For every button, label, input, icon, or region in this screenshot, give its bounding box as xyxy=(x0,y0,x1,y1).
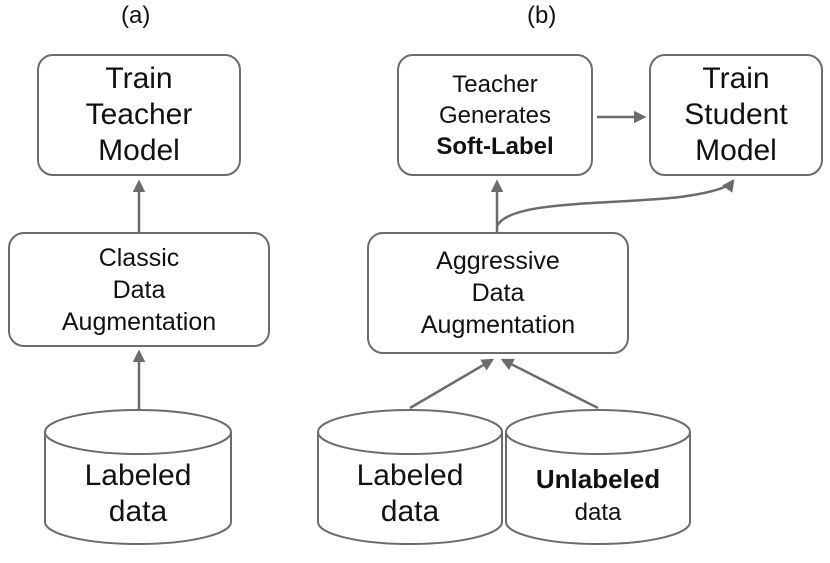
train-teacher-model-box: Train Teacher Model xyxy=(37,54,241,176)
labeled-data-label-b: Labeled data xyxy=(318,458,502,530)
aggressive-aug-line-3: Augmentation xyxy=(420,311,576,339)
aggressive-data-augmentation-box: Aggressive Data Augmentation xyxy=(367,232,629,354)
arrow-unlabeled-to-aug-b xyxy=(500,358,599,410)
panel-a-label: (a) xyxy=(121,2,151,29)
classic-aug-line-2: Data xyxy=(112,275,166,304)
train-student-line-1: Train xyxy=(702,62,770,95)
aggressive-aug-line-2: Data xyxy=(471,279,525,307)
train-student-model-box: Train Student Model xyxy=(649,54,823,176)
unlabeled-b-line-1: Unlabeled xyxy=(535,464,661,494)
train-teacher-line-3: Model xyxy=(98,134,180,167)
aggressive-aug-line-1: Aggressive xyxy=(436,247,560,275)
arrow-labeled-to-aug-b xyxy=(409,358,495,410)
classic-aug-line-1: Classic xyxy=(98,243,180,272)
classic-aug-line-3: Augmentation xyxy=(61,307,217,336)
labeled-b-line-2: data xyxy=(380,495,440,528)
train-teacher-line-2: Teacher xyxy=(85,98,193,131)
labeled-a-line-1: Labeled xyxy=(84,459,192,492)
unlabeled-data-cylinder-b xyxy=(505,409,691,545)
teacher-generates-soft-label-box: Teacher Generates Soft-Label xyxy=(397,54,593,176)
train-student-line-2: Student xyxy=(684,98,788,131)
labeled-data-label-a: Labeled data xyxy=(45,458,231,530)
labeled-data-cylinder-a xyxy=(44,409,232,545)
unlabeled-data-label-b: Unlabeled data xyxy=(506,462,690,530)
unlabeled-b-line-2: data xyxy=(574,499,622,526)
classic-data-augmentation-box: Classic Data Augmentation xyxy=(8,232,270,347)
labeled-data-cylinder-b xyxy=(317,409,503,545)
arrow-aug-to-student xyxy=(495,178,735,227)
teacher-gen-line-2: Generates xyxy=(438,101,552,129)
labeled-a-line-2: data xyxy=(108,495,168,528)
labeled-b-line-1: Labeled xyxy=(356,459,464,492)
train-teacher-line-1: Train xyxy=(105,62,173,95)
train-student-line-3: Model xyxy=(695,134,777,167)
teacher-gen-line-3: Soft-Label xyxy=(436,132,554,160)
teacher-gen-line-1: Teacher xyxy=(452,70,538,98)
panel-b-label: (b) xyxy=(527,2,557,29)
